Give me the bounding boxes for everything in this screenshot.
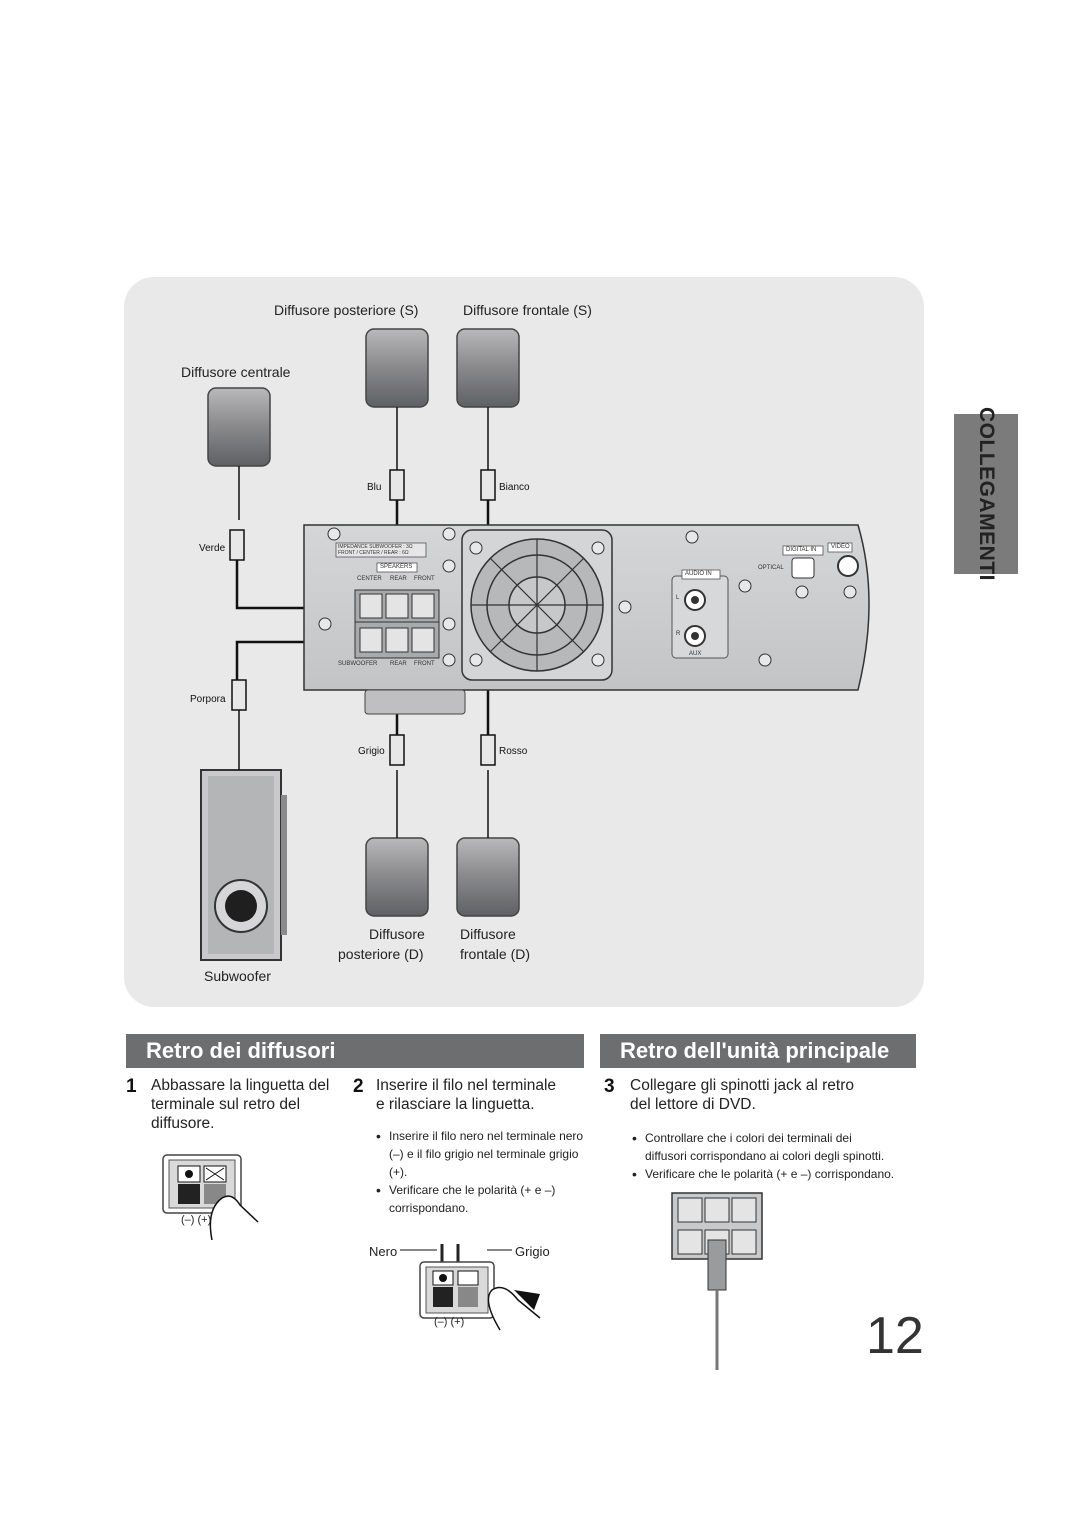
- rear-right-speaker: [365, 837, 429, 917]
- terminal-grigio-label: Grigio: [515, 1244, 550, 1259]
- unit-front-label: FRONT: [414, 576, 435, 582]
- front-left-speaker-label: Diffusore frontale (S): [463, 302, 592, 318]
- step2-polarity-label: (–) (+): [434, 1316, 465, 1328]
- center-speaker: [207, 387, 271, 467]
- rear-left-speaker: [365, 328, 429, 408]
- section-title-speaker-back: Retro dei diffusori: [126, 1034, 584, 1068]
- step-2-notes: Inserire il filo nero nel terminale nero…: [376, 1127, 606, 1217]
- step-3-number: 3: [604, 1076, 615, 1097]
- page-number: 12: [866, 1307, 924, 1365]
- step2-terminal-illustration: [400, 1244, 541, 1331]
- unit-audio-in-label: AUDIO IN: [685, 571, 712, 577]
- unit-front2-label: FRONT: [414, 661, 435, 667]
- wire-color-porpora: Porpora: [190, 694, 226, 705]
- unit-speakers-label: SPEAKERS: [380, 564, 413, 570]
- rear-left-speaker-label: Diffusore posteriore (S): [274, 302, 419, 318]
- unit-rear2-label: REAR: [390, 661, 407, 667]
- section-title-unit-back: Retro dell'unità principale: [600, 1034, 916, 1068]
- main-unit-back-panel: [303, 524, 870, 715]
- step-2-note-1: Inserire il filo nero nel terminale nero…: [376, 1127, 606, 1181]
- step-1-number: 1: [126, 1076, 137, 1097]
- step1-terminal-illustration: [162, 1154, 259, 1241]
- step-2-number: 2: [353, 1076, 364, 1097]
- wire-plugs: [229, 469, 496, 766]
- rear-right-speaker-label-line1: Diffusore: [369, 926, 425, 942]
- unit-rear-label: REAR: [390, 576, 407, 582]
- front-right-speaker-label-line1: Diffusore: [460, 926, 516, 942]
- wire-color-blu: Blu: [367, 482, 382, 493]
- section-tab-collegamenti: COLLEGAMENTI: [954, 407, 1018, 581]
- front-left-speaker: [456, 328, 520, 408]
- wire-color-verde: Verde: [199, 543, 226, 554]
- wire-color-rosso: Rosso: [499, 746, 528, 757]
- terminal-nero-label: Nero: [369, 1244, 398, 1259]
- speaker-wires: [238, 407, 489, 838]
- step-3-note-1: Controllare che i colori dei terminali d…: [632, 1129, 922, 1165]
- wire-color-grigio: Grigio: [358, 746, 385, 757]
- unit-l-label: L: [676, 595, 680, 601]
- unit-optical-label: OPTICAL: [758, 565, 784, 571]
- unit-subwoofer-label: SUBWOOFER: [338, 661, 378, 667]
- subwoofer-label: Subwoofer: [204, 968, 271, 984]
- unit-digital-in-label: DIGITAL IN: [786, 547, 817, 553]
- subwoofer-cabinet: [200, 769, 287, 961]
- unit-center-label: CENTER: [357, 576, 382, 582]
- center-speaker-label: Diffusore centrale: [181, 364, 291, 380]
- step-2-note-2: Verificare che le polarità (+ e –)corris…: [376, 1181, 606, 1217]
- unit-r-label: R: [676, 631, 681, 637]
- front-right-speaker: [456, 837, 520, 917]
- unit-aux-label: AUX: [689, 651, 702, 657]
- step-3-notes: Controllare che i colori dei terminali d…: [632, 1129, 922, 1183]
- unit-video-label: VIDEO: [831, 544, 850, 550]
- step-3-note-2: Verificare che le polarità (+ e –) corri…: [632, 1165, 922, 1183]
- step3-jack-illustration: [671, 1192, 763, 1370]
- step1-polarity-label: (–) (+): [181, 1214, 212, 1226]
- wire-color-bianco: Bianco: [499, 482, 530, 493]
- front-right-speaker-label-line2: frontale (D): [460, 946, 531, 962]
- rear-right-speaker-label-line2: posteriore (D): [338, 946, 424, 962]
